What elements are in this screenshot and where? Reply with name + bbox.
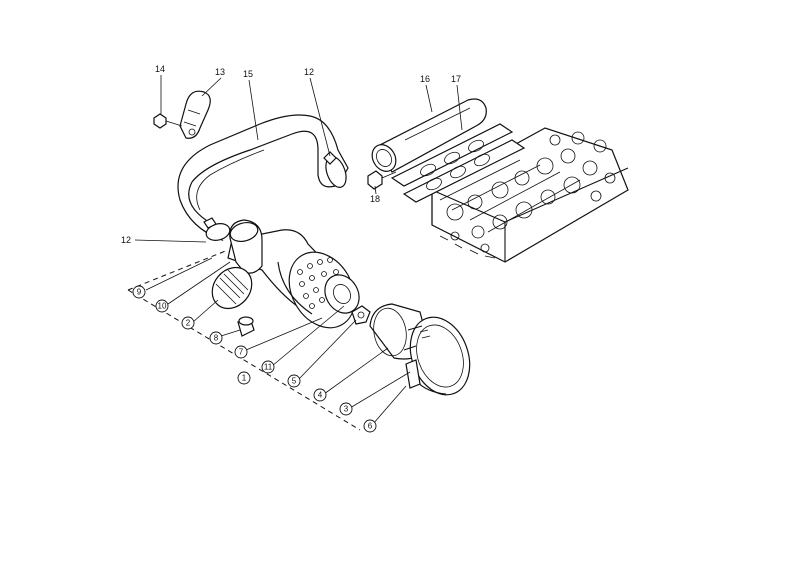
leader-lines <box>134 75 463 425</box>
label-13: 13 <box>215 67 225 77</box>
svg-text:6: 6 <box>368 422 373 431</box>
svg-text:5: 5 <box>292 377 297 386</box>
bracket-bolt <box>153 113 183 129</box>
svg-text:2: 2 <box>186 319 191 328</box>
circled-label-3: 3 <box>339 402 353 416</box>
dust-valve <box>237 316 255 337</box>
label-12-lower: 12 <box>121 235 131 245</box>
circled-label-4: 4 <box>313 388 327 402</box>
intake-hose <box>177 114 349 242</box>
svg-text:7: 7 <box>239 348 244 357</box>
circled-label-11: 11 <box>261 360 275 374</box>
bolt-18 <box>367 170 397 190</box>
label-15: 15 <box>243 69 253 79</box>
svg-text:11: 11 <box>264 363 273 372</box>
wing-nut <box>351 305 371 325</box>
svg-text:10: 10 <box>158 302 167 311</box>
label-17: 17 <box>451 74 461 84</box>
intake-gasket <box>390 123 526 203</box>
assembly-dashed-line <box>127 249 361 431</box>
circled-label-10: 10 <box>155 299 169 313</box>
circled-label-1: 1 <box>237 371 251 385</box>
cup-clamp <box>405 359 447 395</box>
hose-clamp-lower <box>203 217 231 241</box>
air-cleaner-housing <box>227 219 356 329</box>
circled-label-2: 2 <box>181 316 195 330</box>
circled-label-8: 8 <box>209 331 223 345</box>
label-18: 18 <box>370 194 380 204</box>
cylinder-head <box>431 127 629 263</box>
intake-manifold <box>371 98 487 173</box>
label-12-upper: 12 <box>304 67 314 77</box>
svg-text:8: 8 <box>214 334 219 343</box>
mounting-bracket <box>179 90 211 139</box>
label-14: 14 <box>155 64 165 74</box>
circled-label-5: 5 <box>287 374 301 388</box>
hose-clamp-upper <box>323 151 347 188</box>
circled-label-7: 7 <box>234 345 248 359</box>
svg-text:1: 1 <box>242 374 247 383</box>
inlet-screen <box>211 266 253 310</box>
circled-label-6: 6 <box>363 419 377 433</box>
svg-text:4: 4 <box>318 391 323 400</box>
svg-text:9: 9 <box>137 288 142 297</box>
svg-text:3: 3 <box>344 405 349 414</box>
label-16: 16 <box>420 74 430 84</box>
circled-label-9: 9 <box>132 285 146 299</box>
